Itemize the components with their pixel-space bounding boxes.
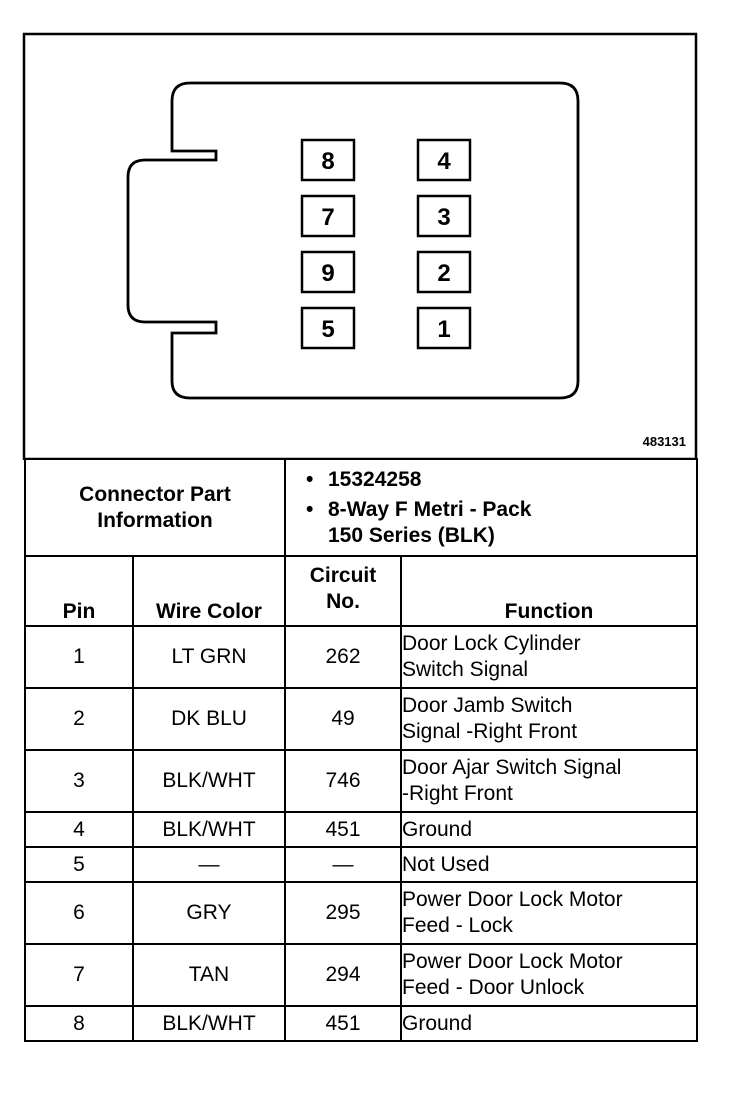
function-line2: Signal -Right Front: [402, 720, 578, 743]
pin-cavity: 3: [416, 194, 472, 238]
part-info-label: Connector Part Information: [24, 458, 286, 557]
table-row: 5——Not Used: [24, 846, 699, 883]
part-number: 15324258: [306, 467, 696, 493]
pin-box: [300, 194, 356, 238]
pin-cavity: 7: [300, 194, 356, 238]
cell-wire-color: BLK/WHT: [132, 749, 286, 813]
cell-pin: 3: [24, 749, 134, 813]
pin-cavity: 5: [300, 306, 356, 350]
cell-pin: 5: [24, 846, 134, 883]
pin-label: 4: [437, 148, 451, 175]
pin-label: 2: [437, 260, 450, 287]
cell-pin: 6: [24, 881, 134, 945]
cell-wire-color: BLK/WHT: [132, 1005, 286, 1042]
function-line1: Door Ajar Switch Signal: [402, 756, 622, 779]
part-info-label-line2: Information: [97, 508, 213, 532]
pin-box: [300, 250, 356, 294]
pin-cavity: 2: [416, 250, 472, 294]
cell-circuit: 262: [284, 625, 402, 689]
header-wire-color: Wire Color: [132, 555, 286, 627]
pin-label: 1: [437, 316, 450, 343]
part-info-label-line1: Connector Part: [79, 482, 231, 506]
cell-pin: 7: [24, 943, 134, 1007]
cell-function: Door Ajar Switch Signal -Right Front: [399, 749, 699, 813]
header-circuit-line1: Circuit: [309, 564, 377, 587]
function-line1: Not Used: [402, 852, 490, 876]
header-pin: Pin: [24, 555, 134, 627]
pin-box: [416, 250, 472, 294]
pin-box: [300, 138, 356, 182]
figure-id: 483131: [643, 434, 686, 449]
cell-pin: 2: [24, 687, 134, 751]
connector-info-table: Connector Part Information 15324258 8-Wa…: [24, 458, 699, 1042]
pin-label: 7: [321, 204, 334, 231]
cell-wire-color: —: [132, 846, 286, 883]
pin-label: 9: [321, 260, 334, 287]
diagram-frame: [22, 32, 698, 460]
cell-circuit: 295: [284, 881, 402, 945]
cell-circuit: —: [284, 846, 402, 883]
cell-function: Ground: [399, 811, 699, 848]
header-circuit-line2: No.: [326, 590, 360, 613]
function-line2: Switch Signal: [402, 658, 529, 681]
part-description-line1: 8-Way F Metri - Pack: [306, 497, 696, 523]
cell-pin: 1: [24, 625, 134, 689]
cell-circuit: 451: [284, 811, 402, 848]
cell-wire-color: DK BLU: [132, 687, 286, 751]
cell-wire-color: LT GRN: [132, 625, 286, 689]
function-line1: Power Door Lock Motor: [402, 950, 623, 973]
connector-outline: [126, 81, 580, 400]
function-line2: Feed - Lock: [402, 914, 513, 937]
cell-wire-color: TAN: [132, 943, 286, 1007]
cell-wire-color: BLK/WHT: [132, 811, 286, 848]
cell-circuit: 294: [284, 943, 402, 1007]
function-line1: Ground: [402, 817, 473, 841]
function-line1: Power Door Lock Motor: [402, 888, 623, 911]
pin-box: [416, 194, 472, 238]
pin-label: 8: [321, 148, 334, 175]
pin-box: [300, 306, 356, 350]
pin-box: [416, 306, 472, 350]
header-function: Function: [399, 555, 699, 627]
pin-cavity: 8: [300, 138, 356, 182]
function-line2: -Right Front: [402, 782, 513, 805]
pin-cavity: 9: [300, 250, 356, 294]
part-description-line2: 150 Series (BLK): [328, 523, 495, 547]
pin-label: 5: [321, 316, 334, 343]
part-info-values: 15324258 8-Way F Metri - Pack 150 Series…: [283, 458, 699, 557]
connector-diagram: 8 7 9 5 4 3 2 1 483131: [22, 32, 698, 460]
header-row: Pin Wire Color Circuit No. Function: [24, 555, 699, 627]
cell-circuit: 49: [284, 687, 402, 751]
cell-pin: 8: [24, 1005, 134, 1042]
header-circuit: Circuit No.: [284, 555, 402, 627]
cell-pin: 4: [24, 811, 134, 848]
cell-circuit: 451: [284, 1005, 402, 1042]
function-line2: Feed - Door Unlock: [402, 976, 585, 999]
function-line1: Ground: [402, 1011, 473, 1035]
cell-circuit: 746: [284, 749, 402, 813]
function-line1: Door Jamb Switch: [402, 694, 573, 717]
pin-box: [416, 138, 472, 182]
part-info-row: Connector Part Information 15324258 8-Wa…: [24, 458, 699, 557]
function-line1: Door Lock Cylinder: [402, 632, 581, 655]
pin-label: 3: [437, 204, 450, 231]
cell-wire-color: GRY: [132, 881, 286, 945]
pin-cavity: 1: [416, 306, 472, 350]
cell-function: Ground: [399, 1005, 699, 1042]
cell-function: Not Used: [399, 846, 699, 883]
pin-cavity: 4: [416, 138, 472, 182]
